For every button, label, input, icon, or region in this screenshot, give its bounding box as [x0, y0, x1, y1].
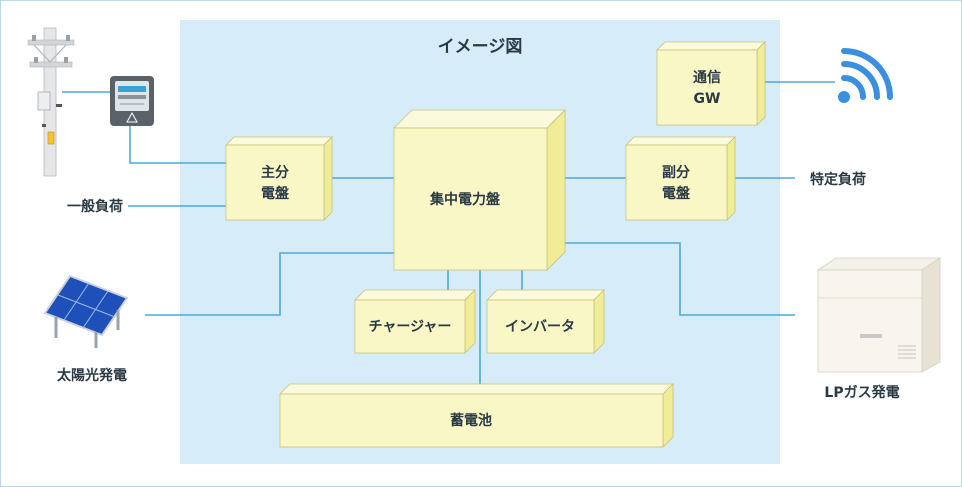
- connection-lines: [62, 81, 835, 384]
- battery-label: 蓄電池: [450, 412, 492, 429]
- central-panel-box: 集中電力盤: [393, 109, 566, 271]
- solar-panel-icon: [43, 274, 129, 348]
- general-load-label: 一般負荷: [67, 198, 123, 215]
- comm-gw-box: 通信 GW: [656, 41, 766, 126]
- main-panel-box: 主分 電盤: [225, 136, 333, 221]
- specific-load-label: 特定負荷: [810, 171, 866, 188]
- solar-label: 太陽光発電: [57, 367, 127, 384]
- charger-label: チャージャー: [369, 319, 452, 335]
- wifi-icon: [838, 48, 893, 103]
- battery-box: 蓄電池: [279, 383, 674, 448]
- lp-gas-label: LPガス発電: [824, 384, 899, 401]
- comm-gw-label-line1: 通信: [693, 69, 721, 86]
- inverter-box: インバータ: [486, 289, 605, 354]
- sub-panel-label-line1: 副分: [662, 165, 690, 181]
- sub-panel-box: 副分 電盤: [625, 136, 736, 221]
- comm-gw-label-line2: GW: [694, 91, 721, 107]
- main-panel-label-line1: 主分: [261, 164, 289, 181]
- electric-meter-icon: [110, 76, 154, 126]
- inverter-label: インバータ: [505, 319, 575, 335]
- diagram-title: イメージ図: [438, 37, 523, 57]
- charger-box: チャージャー: [354, 289, 476, 354]
- utility-pole-icon: [27, 27, 75, 177]
- sub-panel-label-line2: 電盤: [662, 185, 691, 202]
- lp-gas-generator-icon: [816, 257, 942, 373]
- main-panel-label-line2: 電盤: [261, 185, 290, 202]
- central-panel-label: 集中電力盤: [429, 191, 501, 208]
